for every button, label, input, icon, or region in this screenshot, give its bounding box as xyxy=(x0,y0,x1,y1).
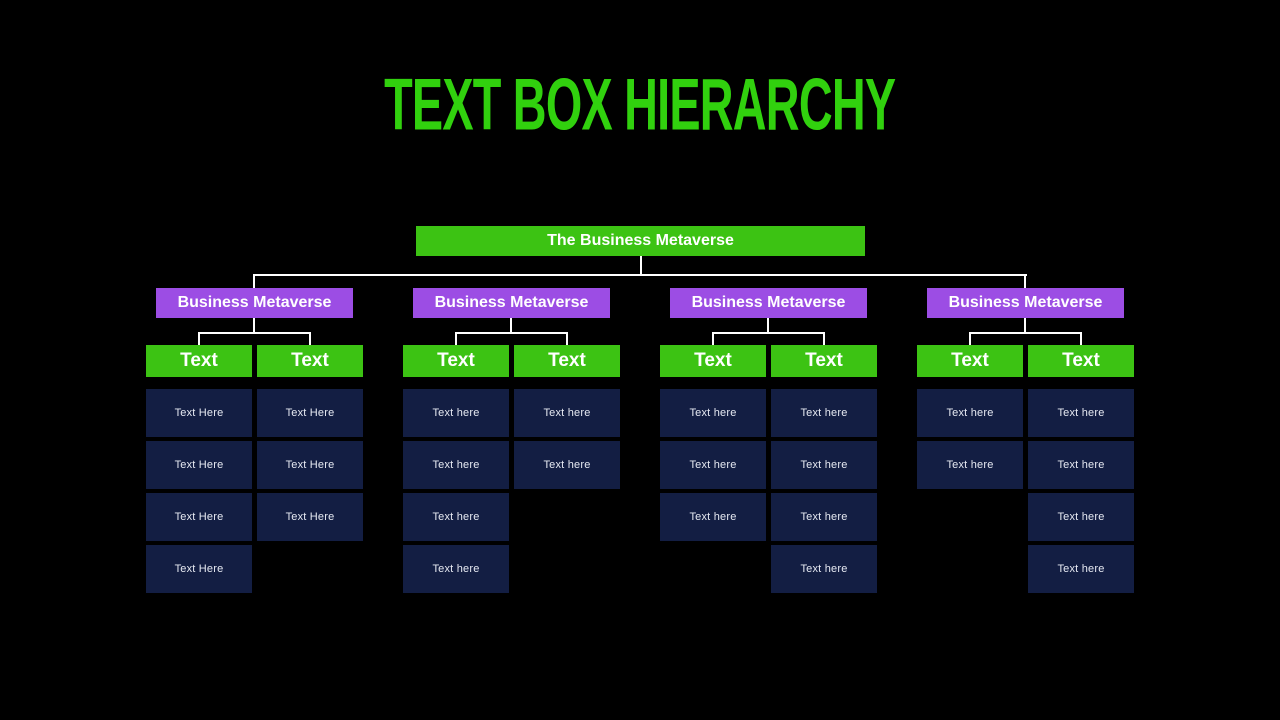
slide-title-text: TEXT BOX HIERARCHY xyxy=(384,63,896,146)
text-cell: Text here xyxy=(1028,441,1134,489)
text-cell: Text here xyxy=(514,389,620,437)
text-cell: Text Here xyxy=(257,441,363,489)
branch-3-header: Business Metaverse xyxy=(670,288,867,318)
connector-branch-4-drop-left xyxy=(969,332,971,345)
text-cell: Text here xyxy=(403,441,509,489)
branch-2-header-label: Business Metaverse xyxy=(434,294,589,311)
branch-2-header: Business Metaverse xyxy=(413,288,610,318)
connector-branch-4-drop-right xyxy=(1080,332,1082,345)
branch-4-header: Business Metaverse xyxy=(927,288,1124,318)
group-3-col-2-header-label: Text xyxy=(805,350,843,371)
text-cell: Text here xyxy=(1028,493,1134,541)
connector-branch-3-horizontal xyxy=(712,332,825,334)
group-4-col-1-header: Text xyxy=(917,345,1023,377)
text-cell: Text here xyxy=(1028,389,1134,437)
text-cell: Text here xyxy=(660,441,766,489)
text-cell: Text here xyxy=(771,493,877,541)
slide-title: TEXT BOX HIERARCHY xyxy=(0,64,1280,146)
connector-branch-2-stem xyxy=(510,318,512,334)
connector-branch-3-stem xyxy=(767,318,769,334)
text-cell: Text Here xyxy=(146,493,252,541)
group-1-col-2-header: Text xyxy=(257,345,363,377)
group-4-col-1-header-label: Text xyxy=(951,350,989,371)
branch-4-header-label: Business Metaverse xyxy=(948,294,1103,311)
text-cell: Text here xyxy=(917,389,1023,437)
text-cell: Text Here xyxy=(146,389,252,437)
text-cell: Text here xyxy=(660,493,766,541)
branch-3-header-label: Business Metaverse xyxy=(691,294,846,311)
connector-branch-4-horizontal xyxy=(969,332,1082,334)
text-cell: Text here xyxy=(771,389,877,437)
text-cell: Text here xyxy=(660,389,766,437)
branch-1-header: Business Metaverse xyxy=(156,288,353,318)
text-cell: Text Here xyxy=(146,545,252,593)
connector-root-drop-right xyxy=(1024,274,1026,288)
connector-root-drop-left xyxy=(253,274,255,288)
connector-branch-2-drop-left xyxy=(455,332,457,345)
group-1-col-1-header-label: Text xyxy=(180,350,218,371)
text-cell: Text here xyxy=(403,389,509,437)
group-1-col-2-header-label: Text xyxy=(291,350,329,371)
connector-root-horizontal xyxy=(253,274,1027,276)
group-3-col-1-header-label: Text xyxy=(694,350,732,371)
text-cell: Text Here xyxy=(257,389,363,437)
group-3-col-1-header: Text xyxy=(660,345,766,377)
connector-branch-1-drop-left xyxy=(198,332,200,345)
text-cell: Text Here xyxy=(257,493,363,541)
text-cell: Text here xyxy=(403,545,509,593)
root-node: The Business Metaverse xyxy=(416,226,865,256)
connector-branch-1-stem xyxy=(253,318,255,334)
connector-branch-1-horizontal xyxy=(198,332,311,334)
connector-branch-1-drop-right xyxy=(309,332,311,345)
connector-branch-2-horizontal xyxy=(455,332,568,334)
group-4-col-2-header: Text xyxy=(1028,345,1134,377)
connector-branch-3-drop-left xyxy=(712,332,714,345)
branch-1-header-label: Business Metaverse xyxy=(177,294,332,311)
text-cell: Text here xyxy=(514,441,620,489)
connector-branch-4-stem xyxy=(1024,318,1026,334)
text-cell: Text Here xyxy=(146,441,252,489)
connector-root-stem xyxy=(640,256,642,276)
group-1-col-1-header: Text xyxy=(146,345,252,377)
group-2-col-1-header-label: Text xyxy=(437,350,475,371)
text-cell: Text here xyxy=(917,441,1023,489)
connector-branch-3-drop-right xyxy=(823,332,825,345)
group-4-col-2-header-label: Text xyxy=(1062,350,1100,371)
text-cell: Text here xyxy=(771,441,877,489)
text-cell: Text here xyxy=(771,545,877,593)
group-3-col-2-header: Text xyxy=(771,345,877,377)
text-cell: Text here xyxy=(403,493,509,541)
group-2-col-1-header: Text xyxy=(403,345,509,377)
root-node-label: The Business Metaverse xyxy=(547,232,734,249)
connector-branch-2-drop-right xyxy=(566,332,568,345)
text-cell: Text here xyxy=(1028,545,1134,593)
group-2-col-2-header: Text xyxy=(514,345,620,377)
group-2-col-2-header-label: Text xyxy=(548,350,586,371)
